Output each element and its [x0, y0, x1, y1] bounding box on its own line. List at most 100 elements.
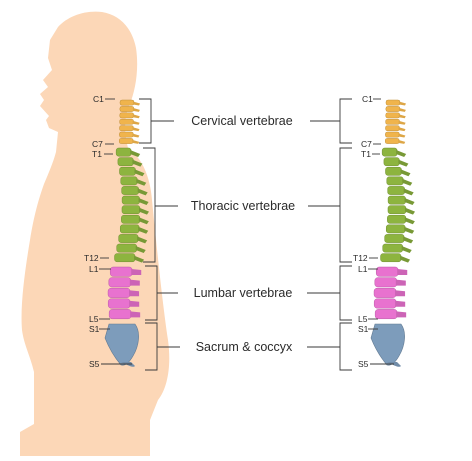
vertebra-thoracic-5-left — [121, 186, 139, 195]
vertebra-cervical-6-left — [119, 131, 134, 138]
thoracic-process-5-left — [137, 188, 148, 196]
thoracic-process-6-right — [404, 198, 415, 205]
label-c7-right: C7 — [361, 139, 372, 149]
bracket-thoracic-left — [143, 147, 156, 263]
thoracic-process-7-right — [404, 207, 415, 215]
thoracic-process-2-left — [132, 159, 143, 167]
vertebra-cervical-4-right — [385, 118, 400, 125]
vertebra-cervical-3-left — [119, 112, 134, 119]
cervical-process-5-right — [398, 127, 406, 132]
vertebra-thoracic-9-right — [385, 224, 406, 234]
vertebra-cervical-1-right — [385, 99, 401, 106]
cervical-process-3-right — [398, 114, 406, 119]
vertebra-thoracic-12-left — [114, 253, 136, 263]
cervical-process-4-left — [132, 120, 140, 125]
vertebra-thoracic-7-right — [387, 205, 407, 215]
vertebra-thoracic-8-left — [121, 214, 141, 224]
region-label-sacral: Sacrum & coccyx — [196, 340, 293, 354]
thoracic-process-3-right — [400, 169, 411, 177]
label-t12-right: T12 — [353, 253, 368, 263]
bracket-thoracic-right — [339, 147, 352, 263]
sacrum-right — [370, 323, 405, 366]
vertebra-cervical-1-left — [119, 99, 135, 106]
thoracic-process-8-right — [404, 217, 415, 225]
bracket-sacral-left — [145, 322, 158, 371]
vertebra-cervical-5-left — [119, 125, 134, 132]
lumbar-process-5-left — [130, 311, 141, 318]
vertebra-lumbar-3-left — [107, 287, 131, 298]
region-label-thoracic: Thoracic vertebrae — [191, 199, 295, 213]
lumbar-process-2-right — [395, 279, 406, 286]
lumbar-process-1-left — [131, 269, 142, 275]
vertebra-lumbar-1-right — [375, 266, 399, 277]
lumbar-process-4-left — [129, 300, 140, 307]
vertebra-lumbar-4-left — [107, 298, 131, 309]
vertebra-thoracic-4-left — [120, 176, 138, 186]
region-label-lumbar: Lumbar vertebrae — [194, 286, 293, 300]
label-c1-left: C1 — [93, 94, 104, 104]
vertebra-cervical-3-right — [385, 112, 400, 119]
vertebra-thoracic-5-right — [387, 186, 405, 195]
vertebra-thoracic-1-right — [381, 147, 398, 157]
label-t1-right: T1 — [361, 149, 371, 159]
vertebra-cervical-6-right — [385, 131, 400, 138]
vertebra-cervical-7-right — [384, 138, 400, 144]
label-c1-right: C1 — [362, 94, 373, 104]
bracket-cervical-left — [139, 98, 152, 144]
label-t1-left: T1 — [92, 149, 102, 159]
lumbar-process-3-right — [395, 290, 406, 297]
vertebra-thoracic-10-left — [118, 234, 139, 243]
vertebra-lumbar-2-right — [374, 277, 398, 288]
vertebra-cervical-2-right — [385, 106, 401, 112]
thoracic-process-4-right — [402, 178, 413, 186]
thoracic-process-12-right — [400, 255, 411, 263]
vertebra-lumbar-1-left — [109, 266, 133, 277]
cervical-process-6-right — [398, 133, 406, 138]
lumbar-process-2-left — [129, 279, 140, 286]
vertebra-thoracic-10-right — [384, 234, 405, 243]
cervical-process-1-right — [399, 101, 406, 106]
cervical-process-7-left — [132, 139, 140, 144]
spine-right — [370, 99, 415, 367]
vertebra-thoracic-11-left — [116, 243, 137, 253]
thoracic-process-4-left — [136, 178, 147, 186]
leader-lines-right — [368, 98, 394, 365]
thoracic-process-11-right — [401, 246, 412, 253]
vertebra-cervical-2-left — [119, 106, 135, 112]
bracket-lumbar-right — [339, 265, 352, 321]
bracket-sacral-right — [339, 322, 352, 371]
label-s5-left: S5 — [89, 359, 100, 369]
vertebra-thoracic-6-right — [387, 195, 406, 205]
label-l5-left: L5 — [89, 314, 99, 324]
bracket-cervical-right — [339, 98, 352, 144]
label-c7-left: C7 — [92, 139, 103, 149]
vertebra-thoracic-12-right — [380, 253, 402, 263]
label-l1-left: L1 — [89, 264, 99, 274]
thoracic-process-7-left — [138, 207, 149, 215]
vertebra-lumbar-5-left — [108, 309, 132, 320]
brackets-right — [307, 98, 352, 371]
region-label-cervical: Cervical vertebrae — [191, 114, 292, 128]
vertebra-lumbar-4-right — [373, 298, 397, 309]
label-l5-right: L5 — [358, 314, 368, 324]
label-s1-left: S1 — [89, 324, 100, 334]
cervical-process-3-left — [132, 114, 140, 119]
thoracic-process-11-left — [135, 246, 146, 253]
thoracic-process-12-left — [134, 255, 145, 263]
vertebra-cervical-5-right — [385, 125, 400, 132]
thoracic-process-5-right — [403, 188, 414, 196]
lumbar-process-1-right — [397, 269, 408, 275]
vertebra-cervical-4-left — [119, 118, 134, 125]
spine-left — [104, 99, 149, 367]
cervical-process-2-left — [132, 107, 140, 112]
vertebra-thoracic-8-right — [387, 214, 407, 224]
vertebra-thoracic-9-left — [119, 224, 140, 234]
label-s5-right: S5 — [358, 359, 369, 369]
body-silhouette — [20, 11, 170, 456]
thoracic-process-10-left — [137, 236, 148, 244]
thoracic-process-10-right — [403, 236, 414, 244]
cervical-process-1-left — [133, 101, 140, 106]
cervical-process-2-right — [398, 107, 406, 112]
